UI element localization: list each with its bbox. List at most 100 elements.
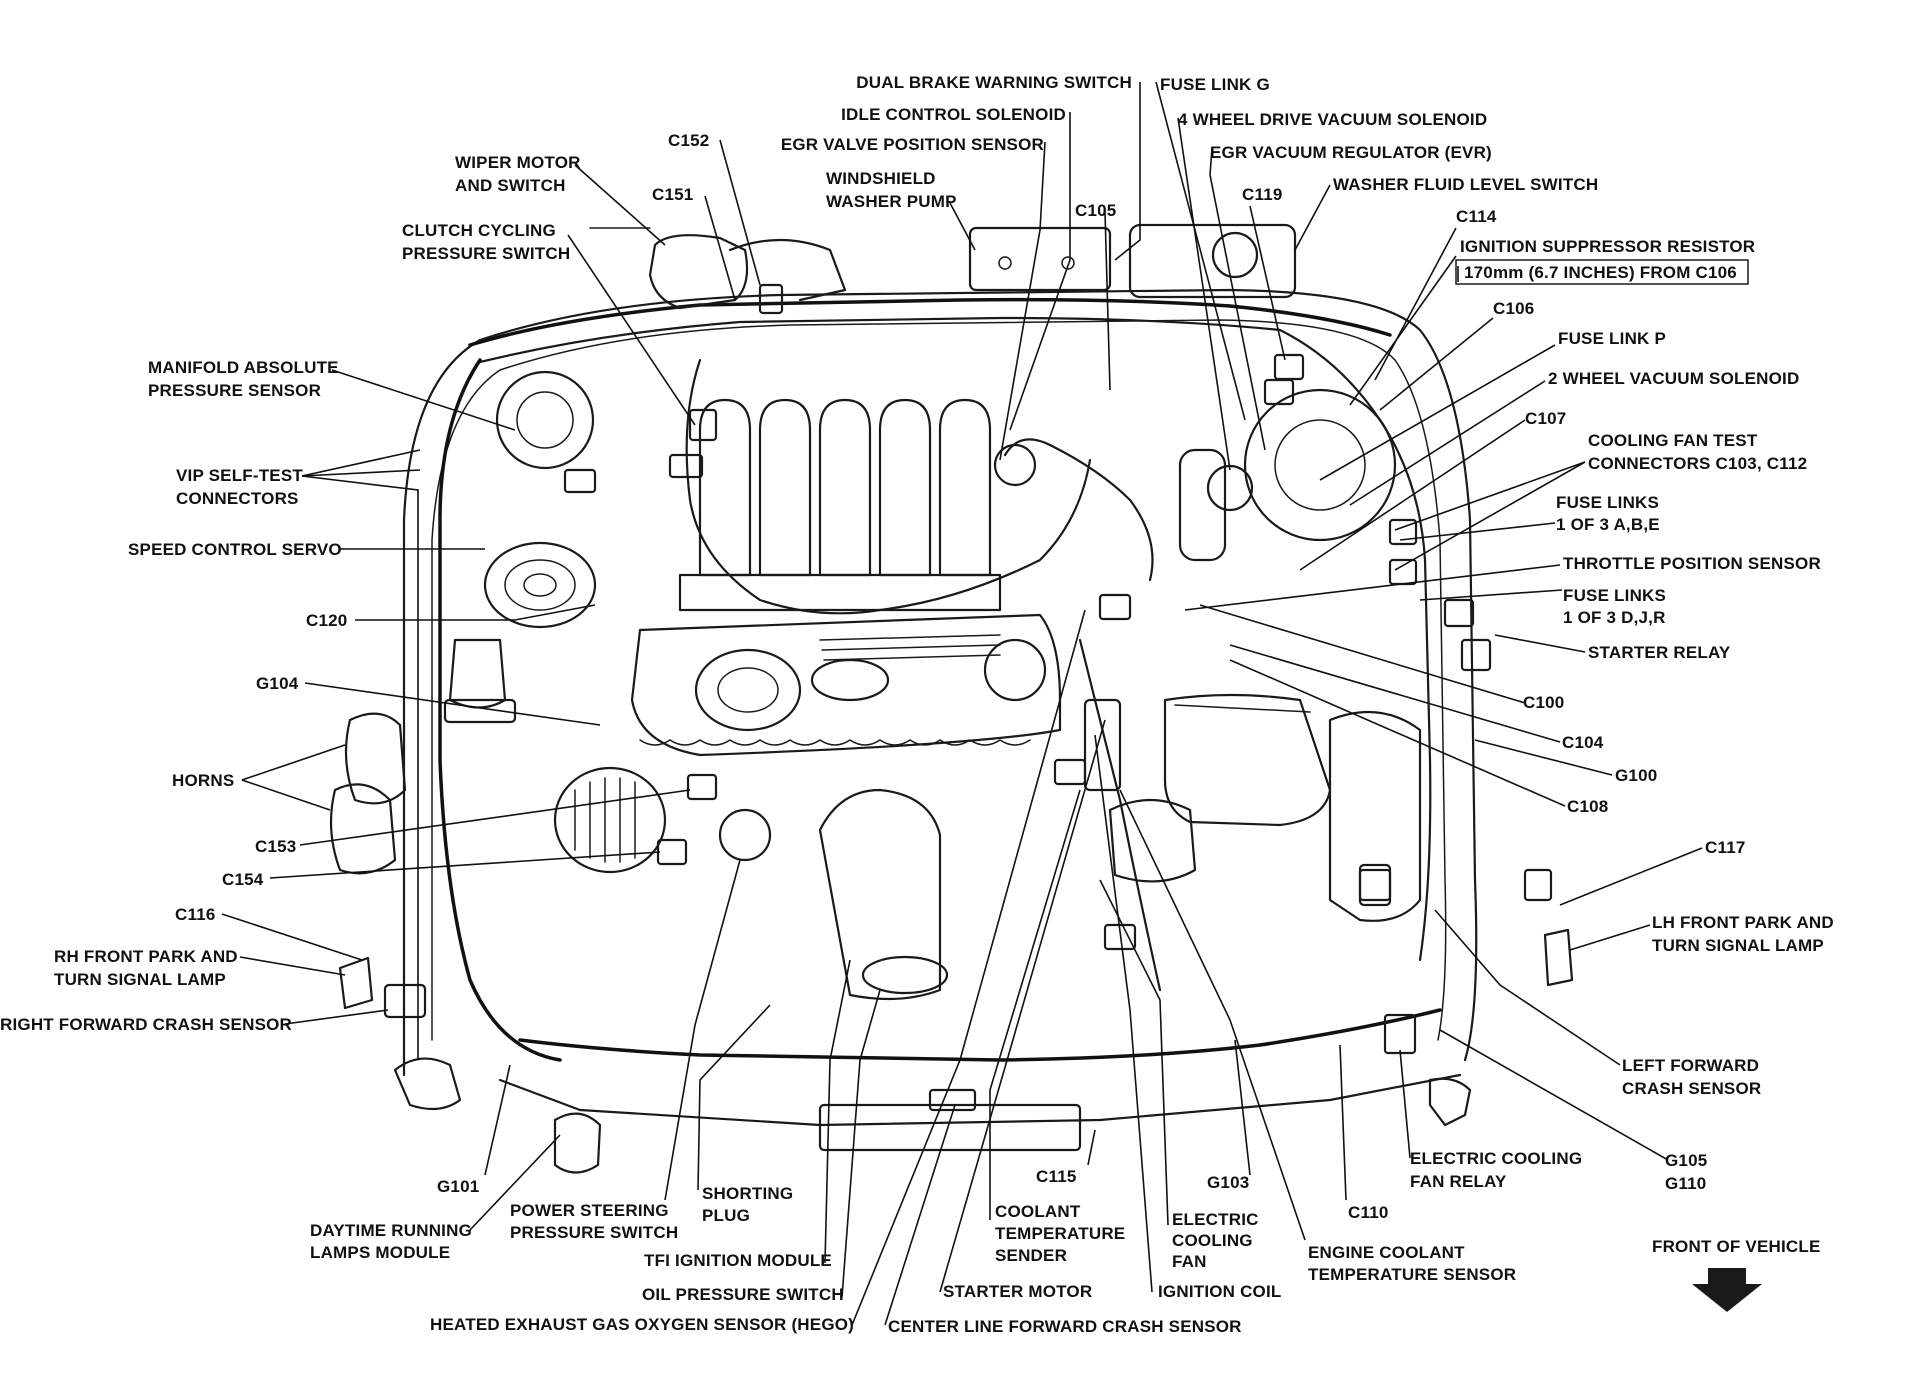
daytime-running-lamps-module-line-1: DAYTIME RUNNING — [310, 1221, 472, 1240]
speed-control-servo-line-1: SPEED CONTROL SERVO — [128, 540, 342, 559]
label-fuse-link-p: FUSE LINK P — [1558, 329, 1666, 348]
c154-line-1: C154 — [222, 870, 264, 889]
leader-windshield-washer-pump — [949, 202, 976, 251]
inner-body-outline — [431, 319, 1447, 1041]
lh-park-lamp — [1543, 928, 1574, 987]
leader-starter-relay — [1494, 634, 1586, 653]
label-g101: G101 — [437, 1177, 479, 1196]
c152-line-1: C152 — [668, 131, 709, 150]
label-horns: HORNS — [172, 771, 234, 790]
leader-idle-control-solenoid — [1009, 112, 1071, 431]
label-hego: HEATED EXHAUST GAS OXYGEN SENSOR (HEGO) — [430, 1315, 854, 1334]
leader-electric-cooling-fan — [1099, 879, 1169, 1226]
intake-runners — [678, 398, 1002, 612]
manifold-absolute-pressure-sensor-line-2: PRESSURE SENSOR — [148, 381, 321, 400]
label-g103: G103 — [1207, 1173, 1249, 1192]
label-egr-valve-position-sensor: EGR VALVE POSITION SENSOR — [781, 135, 1044, 154]
vip-self-test-connectors-line-2: CONNECTORS — [176, 489, 299, 508]
lh-front-park-and-turn-signal-lamp-line-1: LH FRONT PARK AND — [1652, 913, 1834, 932]
egr-vacuum-regulator-line-1: EGR VACUUM REGULATOR (EVR) — [1210, 143, 1492, 162]
washer-fluid-level-switch-line-1: WASHER FLUID LEVEL SWITCH — [1333, 175, 1598, 194]
left-forward-crash-sensor-line-1: LEFT FORWARD — [1622, 1056, 1759, 1075]
leader-egr-valve-position-sensor — [999, 141, 1046, 461]
label-c119: C119 — [1242, 185, 1283, 204]
clutch-cycling-pressure-switch-line-2: PRESSURE SWITCH — [402, 244, 570, 263]
c119-line-1: C119 — [1242, 185, 1283, 204]
wiper-bracket — [728, 238, 847, 302]
leader-egr-vacuum-regulator — [1209, 147, 1266, 451]
leader-c154 — [269, 851, 661, 879]
drl-module-2 — [553, 1112, 602, 1174]
alternator-vents — [574, 777, 636, 863]
washer-reservoir — [968, 226, 1112, 292]
vip-self-test-connectors-line-1: VIP SELF-TEST — [176, 466, 303, 485]
c115-line-1: C115 — [1036, 1167, 1077, 1186]
c100-line-1: C100 — [1523, 693, 1564, 712]
engine-coolant-temperature-sensor-line-2: TEMPERATURE SENSOR — [1308, 1265, 1516, 1284]
c151-line-1: C151 — [652, 185, 693, 204]
alternator — [553, 766, 667, 874]
labels: DUAL BRAKE WARNING SWITCH FUSE LINK G ID… — [0, 73, 1834, 1336]
leader-4wd-vacuum-solenoid — [1177, 117, 1231, 471]
c106-line-1: C106 — [1493, 299, 1534, 318]
leader-c107 — [1299, 419, 1526, 571]
leader-c108 — [1229, 659, 1566, 807]
label-c115: C115 — [1036, 1167, 1077, 1186]
leader-c110 — [1339, 1044, 1347, 1201]
label-daytime-running-lamps-module: DAYTIME RUNNING LAMPS MODULE — [310, 1221, 472, 1262]
leader-c117 — [1559, 847, 1703, 906]
label-ignition-suppressor-note: 170mm (6.7 INCHES) FROM C106 — [1464, 263, 1737, 282]
leader-tfi-ignition-module — [824, 959, 851, 1264]
leader-c119 — [1249, 205, 1286, 361]
leader-ignition-suppressor-resistor — [1349, 255, 1457, 406]
windshield-washer-pump-line-2: WASHER PUMP — [826, 192, 957, 211]
down-arrow-icon — [1692, 1268, 1762, 1312]
c117-line-1: C117 — [1705, 838, 1746, 857]
shorting-plug-body — [928, 1088, 977, 1112]
electric-cooling-fan-relay-line-2: FAN RELAY — [1410, 1172, 1507, 1191]
map-sensor-inner — [516, 391, 574, 449]
leader-power-steering — [664, 859, 741, 1201]
leader-c153 — [299, 789, 691, 846]
leader-c114 — [1374, 227, 1457, 381]
horn-upper — [344, 712, 407, 805]
leader-c115 — [1087, 1129, 1096, 1166]
label-c152: C152 — [668, 131, 709, 150]
shorting-plug-line-1: SHORTING — [702, 1184, 793, 1203]
label-starter-motor: STARTER MOTOR — [943, 1282, 1092, 1301]
reservoir-bolt-2 — [1061, 256, 1075, 270]
left-canister — [448, 638, 507, 709]
label-c106: C106 — [1493, 299, 1534, 318]
leader-c116 — [221, 913, 363, 961]
label-c100: C100 — [1523, 693, 1564, 712]
radiator-support — [498, 1073, 1462, 1127]
leader-coolant-temperature-sender — [989, 789, 1081, 1220]
label-c105: C105 — [1075, 201, 1116, 220]
label-right-forward-crash-sensor: RIGHT FORWARD CRASH SENSOR — [0, 1015, 292, 1034]
wiper-motor-body — [648, 234, 749, 310]
speed-control-servo-body — [483, 541, 597, 629]
cowl-harness-2 — [478, 316, 1282, 364]
label-4-wheel-drive-vacuum-solenoid: 4 WHEEL DRIVE VACUUM SOLENOID — [1178, 110, 1487, 129]
power-steering-pressure-switch-line-1: POWER STEERING — [510, 1201, 669, 1220]
throttle-position-sensor-line-1: THROTTLE POSITION SENSOR — [1563, 554, 1821, 573]
cooling-fan-test-connectors-line-1: COOLING FAN TEST — [1588, 431, 1758, 450]
leader-vip-self-test-a — [301, 449, 421, 477]
valve-cover-emblem — [810, 658, 890, 702]
speed-control-servo-hub — [523, 573, 557, 597]
daytime-running-lamps-module-line-2: LAMPS MODULE — [310, 1243, 450, 1262]
right-forward-crash-sensor-line-1: RIGHT FORWARD CRASH SENSOR — [0, 1015, 292, 1034]
4-wheel-drive-vacuum-solenoid-line-1: 4 WHEEL DRIVE VACUUM SOLENOID — [1178, 110, 1487, 129]
power-steering-cap — [718, 808, 772, 862]
leader-shorting-plug — [697, 1004, 771, 1191]
washer-fluid-cap — [1211, 231, 1259, 279]
leader-throttle-position-sensor — [1184, 564, 1561, 611]
